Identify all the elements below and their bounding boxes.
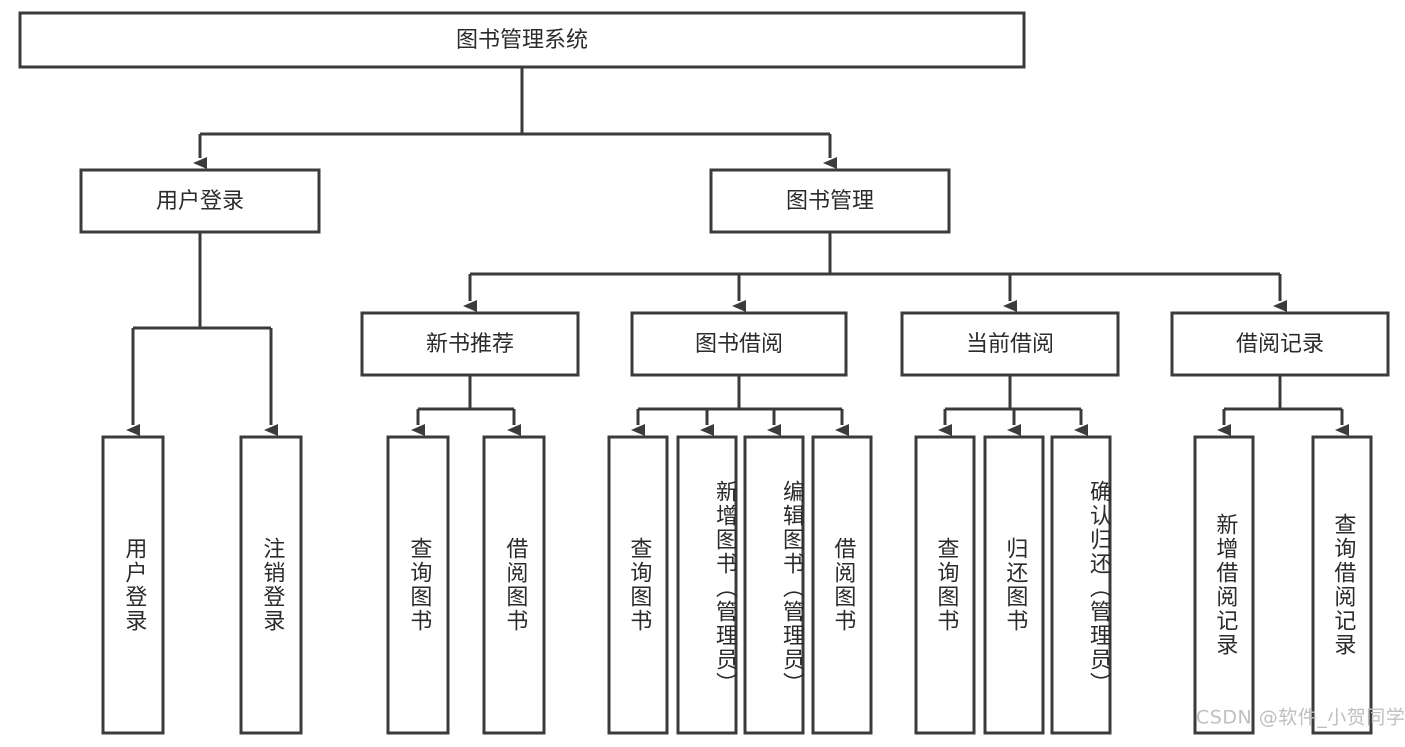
node-user-login-box xyxy=(79,168,321,234)
node-new-book-rec-box xyxy=(360,311,580,377)
node-leaf-query-book-3-box[interactable] xyxy=(914,435,976,735)
node-book-borrow-label: 图书借阅 xyxy=(695,332,783,357)
node-book-manage-label: 图书管理 xyxy=(786,189,874,214)
connector-layer xyxy=(126,67,1349,436)
node-root-label: 图书管理系统 xyxy=(456,28,588,53)
node-borrow-record[interactable]: 借阅记录 xyxy=(1170,311,1390,377)
node-borrow-record-box xyxy=(1170,311,1390,377)
node-current-borrow[interactable]: 当前借阅 xyxy=(900,311,1120,377)
node-new-book-rec[interactable]: 新书推荐 xyxy=(360,311,580,377)
node-leaf-user-login-box[interactable] xyxy=(101,435,165,735)
node-leaf-query-book-1-box[interactable] xyxy=(386,435,450,735)
node-leaf-query-book-2-box[interactable] xyxy=(607,435,669,735)
node-leaf-confirm-return-box[interactable] xyxy=(1050,435,1112,735)
node-book-manage-box xyxy=(709,168,951,234)
node-user-login-label: 用户登录 xyxy=(156,189,244,214)
node-current-borrow-label: 当前借阅 xyxy=(966,332,1054,357)
node-book-borrow[interactable]: 图书借阅 xyxy=(630,311,848,377)
node-leaf-user-logout-box[interactable] xyxy=(239,435,303,735)
node-leaf-add-record-box[interactable] xyxy=(1193,435,1255,735)
leaf-boxes-layer xyxy=(101,435,1373,735)
node-leaf-borrow-book-1-box[interactable] xyxy=(482,435,546,735)
node-book-borrow-box xyxy=(630,311,848,377)
node-leaf-query-record-box[interactable] xyxy=(1311,435,1373,735)
node-leaf-borrow-book-2-box[interactable] xyxy=(811,435,873,735)
csdn-watermark: CSDN @软件_小贺同学 xyxy=(1196,706,1405,729)
node-root[interactable]: 图书管理系统 xyxy=(18,11,1026,69)
node-book-manage[interactable]: 图书管理 xyxy=(709,168,951,234)
node-leaf-edit-book-box[interactable] xyxy=(743,435,805,735)
node-new-book-rec-label: 新书推荐 xyxy=(426,332,514,357)
node-borrow-record-label: 借阅记录 xyxy=(1236,332,1324,357)
node-current-borrow-box xyxy=(900,311,1120,377)
node-root-box xyxy=(18,11,1026,69)
node-leaf-return-book-box[interactable] xyxy=(983,435,1045,735)
node-leaf-add-book-box[interactable] xyxy=(676,435,738,735)
node-user-login[interactable]: 用户登录 xyxy=(79,168,321,234)
